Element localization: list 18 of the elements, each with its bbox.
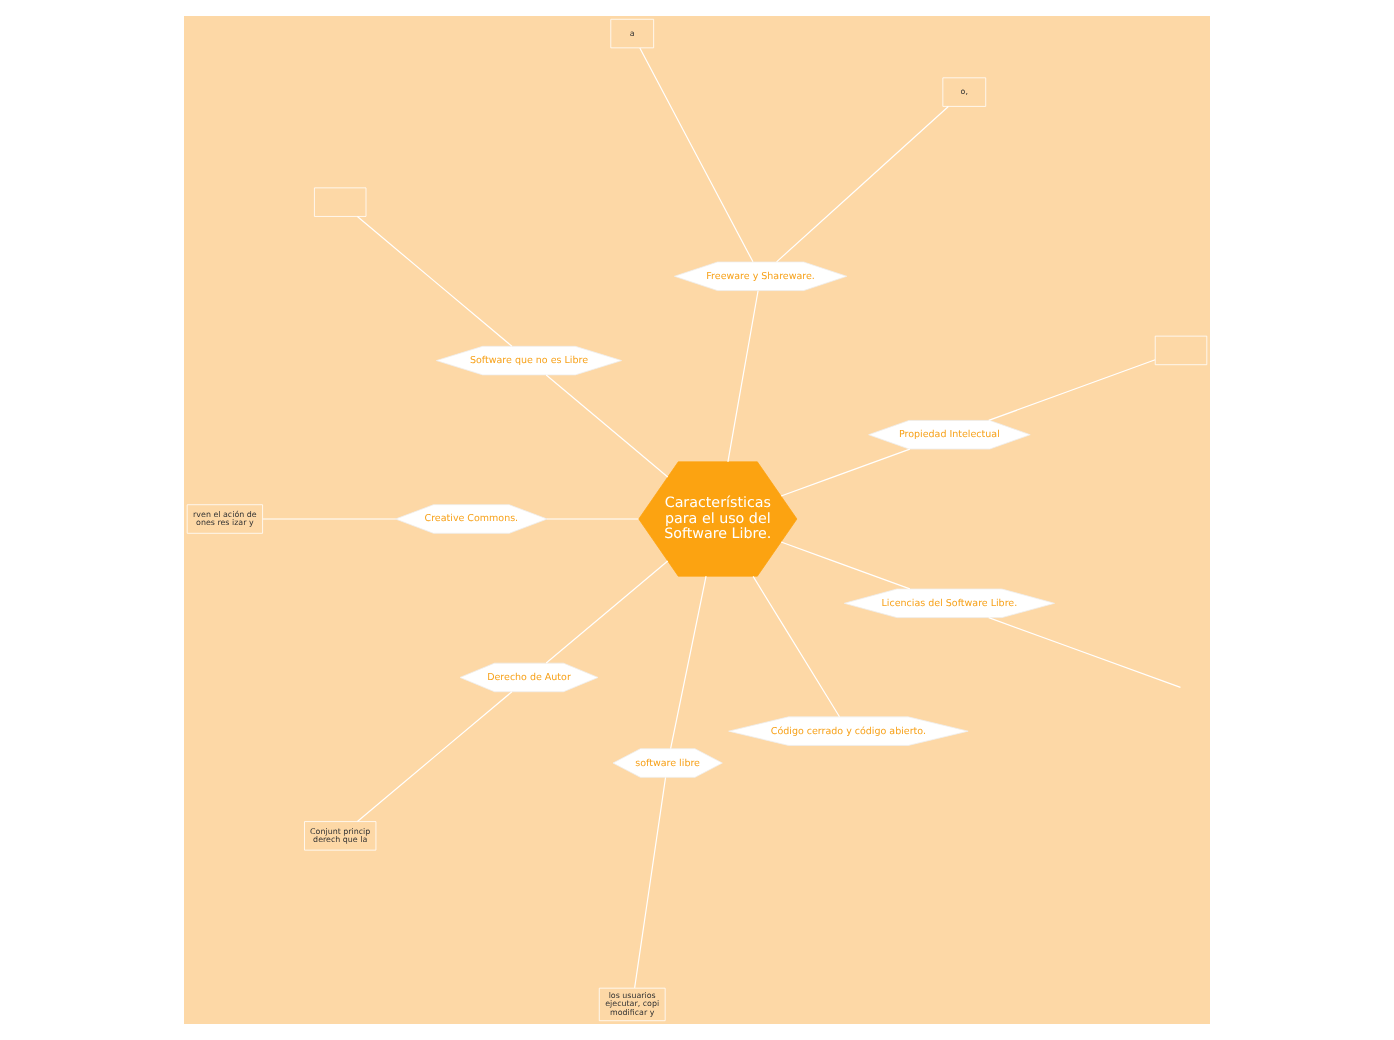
connector	[545, 374, 669, 478]
node-box	[1154, 335, 1208, 366]
connector	[776, 105, 949, 263]
connector	[639, 47, 754, 263]
connector	[780, 448, 911, 497]
connector	[262, 518, 397, 520]
connector	[670, 575, 707, 750]
connector	[752, 575, 841, 718]
connector	[356, 691, 513, 823]
connector	[546, 518, 640, 520]
connector	[356, 216, 513, 347]
connector	[727, 290, 759, 463]
connector	[545, 560, 669, 664]
node-box	[314, 187, 367, 217]
connector	[988, 617, 1182, 688]
connector	[988, 359, 1156, 421]
connector	[780, 541, 911, 590]
connector	[634, 776, 667, 989]
